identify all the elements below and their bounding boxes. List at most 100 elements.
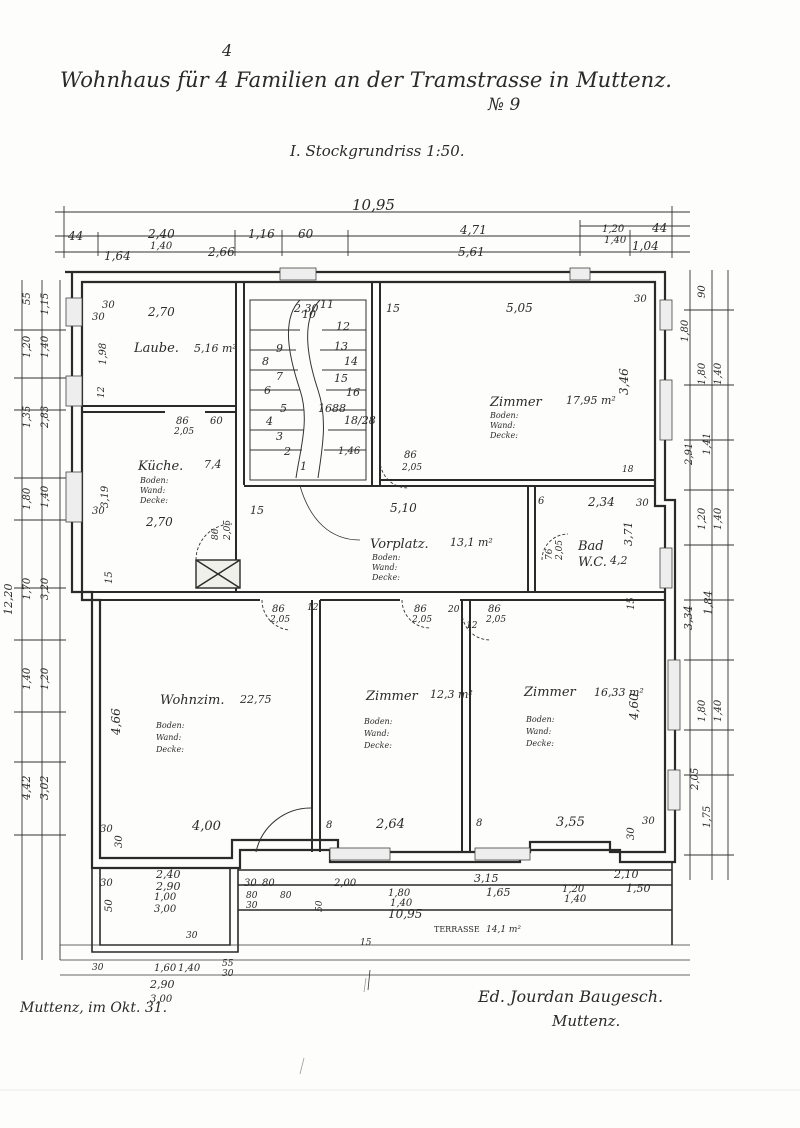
step-number: 1 <box>300 460 307 473</box>
dim-label: 2,90 <box>149 978 175 991</box>
dim-label: 3,00 <box>154 904 177 915</box>
dim-label: 1,84 <box>702 591 715 616</box>
step-number: 7 <box>276 370 283 383</box>
dim-label: 2,05 <box>223 520 233 541</box>
dim-label: 2,91 <box>684 443 695 466</box>
step-number: 6 <box>264 384 271 397</box>
bottom-dimension-lines <box>60 944 690 991</box>
dim-label: 30 <box>634 294 647 305</box>
dim-label: 30 <box>114 835 125 848</box>
dim-label: 44 <box>651 221 667 235</box>
step-number: 15 <box>334 372 348 385</box>
step-number: 11 <box>320 298 334 311</box>
room-spec: Decke: <box>489 431 518 440</box>
dim-label: 2,30 <box>293 302 319 315</box>
dim-left-side: 55 1,15 1,20 1,40 1,35 2,83 1,80 1,40 1,… <box>2 292 51 801</box>
dim-label: 1,40 <box>604 235 627 246</box>
dim-label: 1,40 <box>178 963 201 974</box>
dim-label: 2,34 <box>587 495 615 509</box>
dim-label: 1,65 <box>486 886 511 899</box>
dim-label: 50 <box>315 900 325 912</box>
room-name: Zimmer <box>365 689 419 704</box>
room-spec: Boden: <box>489 411 519 420</box>
dim-label: 1,35 <box>22 406 33 428</box>
room-spec: Boden: <box>363 717 393 726</box>
drawing-title: Wohnhaus für 4 Familien an der Tramstras… <box>60 68 672 92</box>
dim-label: 44 <box>67 229 83 243</box>
dim-label: 2,40 <box>147 227 175 241</box>
step-number: 5 <box>280 402 287 415</box>
room-kueche: Küche. 7,4 Boden: Wand: Decke: <box>137 458 222 505</box>
dim-label: 2,05 <box>173 427 194 437</box>
dim-label: 30 <box>92 506 105 517</box>
room-laube: Laube. 5,16 m² <box>133 341 237 356</box>
room-vorplatz: Vorplatz. 13,1 m² Boden: Wand: Decke: <box>370 536 493 582</box>
dim-label: 20 <box>447 605 460 615</box>
dim-label: 4,42 <box>20 776 33 802</box>
room-spec: Decke: <box>139 496 168 505</box>
dim-label: 86 <box>404 450 417 461</box>
dim-label: 80 <box>262 878 275 889</box>
room-name: Wohnzim. <box>160 693 225 708</box>
room-spec: Boden: <box>155 721 185 730</box>
dim-label: 80 <box>246 891 258 901</box>
dim-label: 4,00 <box>191 819 221 834</box>
dim-label: 30 <box>244 878 257 889</box>
room-zimmer-top: Zimmer 17,95 m² Boden: Wand: Decke: <box>489 394 616 440</box>
room-wohnzimmer: Wohnzim. 22,75 Boden: Wand: Decke: <box>155 693 272 754</box>
dim-label: 2,05 <box>401 463 422 473</box>
dim-label: 1,41 <box>702 433 713 455</box>
dim-label: 15 <box>104 571 115 584</box>
step-number: 16 <box>346 386 360 399</box>
room-name: Küche. <box>137 459 183 474</box>
dim-label: 86 <box>211 528 221 540</box>
dim-label: 1,98 <box>98 343 109 365</box>
stair-value: 1688 <box>318 402 346 415</box>
sheet-serial: № 9 <box>487 95 520 115</box>
dim-label: 1,40 <box>713 699 724 722</box>
dim-label: 3,34 <box>682 606 695 631</box>
top-dimension-lines <box>55 211 690 253</box>
room-spec: Wand: <box>526 727 552 736</box>
dim-label: 2,70 <box>145 515 173 529</box>
dim-label: 1,80 <box>697 362 708 385</box>
dim-label: 1,70 <box>22 577 33 600</box>
room-area: 12,3 m² <box>430 688 473 701</box>
dim-label: 1,40 <box>150 241 173 252</box>
dim-label: 90 <box>697 285 708 298</box>
room-area: 16,33 m² <box>594 686 644 699</box>
window-openings <box>65 267 681 861</box>
dim-label: 30 <box>92 963 104 973</box>
dim-label: 10,95 <box>388 907 422 921</box>
side-dimension-ticks <box>14 309 734 856</box>
dim-label: 30 <box>100 878 113 889</box>
dim-label: 5,10 <box>390 501 417 515</box>
staircase <box>249 299 367 541</box>
dim-label: 3,15 <box>474 872 499 885</box>
room-spec: Decke: <box>155 745 184 754</box>
room-bad: Bad W.C. 4,2 <box>577 539 628 570</box>
dim-label: 30 <box>92 312 105 323</box>
dim-label: 3,19 <box>100 485 111 508</box>
side-dimension-lines <box>21 270 729 960</box>
dim-label: 2,90 <box>155 880 181 893</box>
dim-label: 15 <box>360 938 372 948</box>
dim-label: 2,40 <box>155 868 181 881</box>
room-wc: W.C. <box>578 555 607 570</box>
dim-label: 6 <box>538 496 545 507</box>
step-number: 10 <box>302 308 316 321</box>
dim-label: 30 <box>626 827 637 840</box>
dim-label: 12 <box>307 603 319 613</box>
dim-bottom-row3: 50 30 1,00 50 1,40 1,40 30 15 <box>104 892 587 948</box>
dim-label: 1,80 <box>680 319 691 342</box>
room-zimmer-right: Zimmer 16,33 m² Boden: Wand: Decke: <box>523 685 644 748</box>
dim-label: 2,05 <box>411 615 432 625</box>
dim-label: 2,83 <box>40 406 51 429</box>
dim-label: 30 <box>102 300 115 311</box>
dim-label: 1,20 <box>22 335 33 358</box>
dim-label: 1,40 <box>40 485 51 508</box>
dim-label: 5,05 <box>506 301 533 315</box>
step-number: 4 <box>265 415 273 428</box>
room-spec: Decke: <box>525 739 554 748</box>
